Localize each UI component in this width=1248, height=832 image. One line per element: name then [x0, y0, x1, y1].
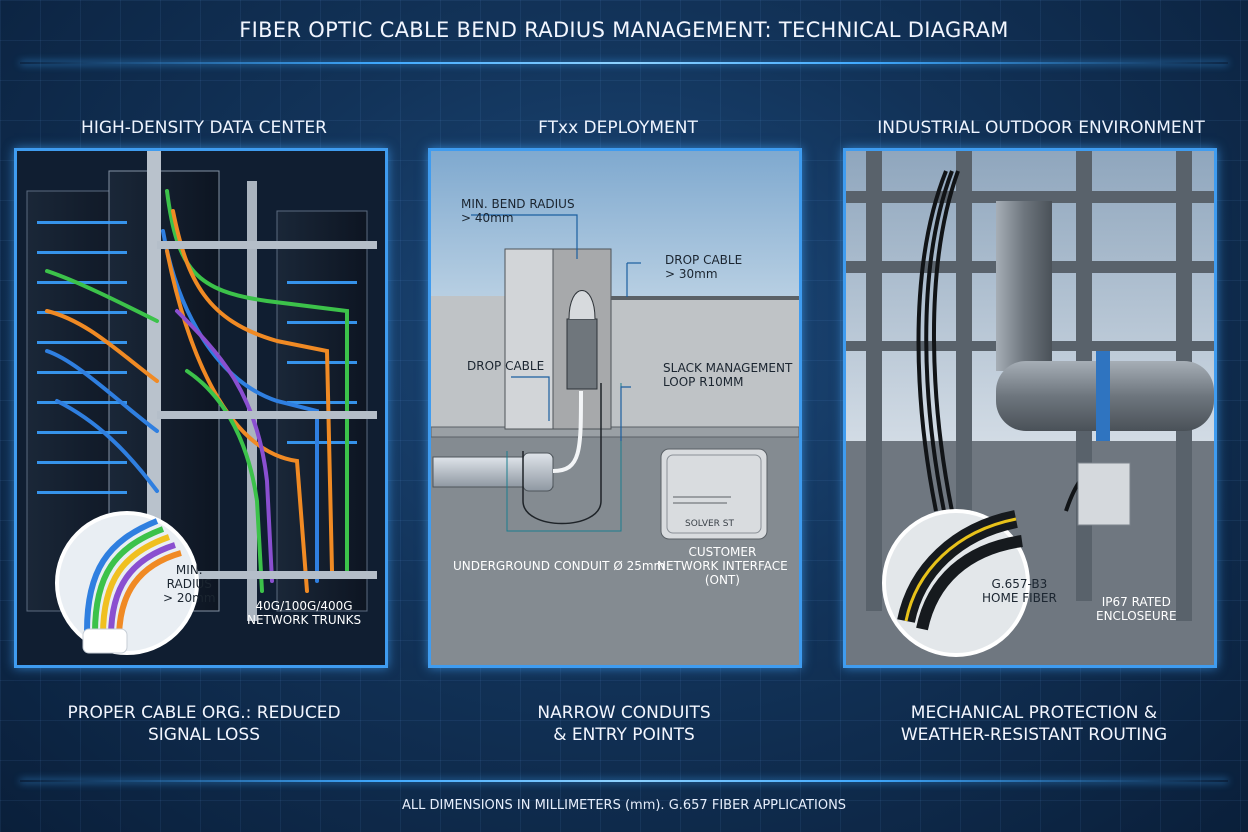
data-center-illustration: [17, 151, 385, 665]
ftxx-cross-section: [431, 151, 799, 665]
panel-heading-industrial: INDUSTRIAL OUTDOOR ENVIRONMENT: [877, 118, 1205, 138]
bend-radius-callout: MIN. BEND RADIUS > 40mm: [461, 197, 575, 225]
fiber-type-line1: G.657-B3: [991, 577, 1048, 591]
drop-cable-top-line1: DROP CABLE: [665, 253, 743, 267]
caption-data-center: PROPER CABLE ORG.: REDUCED SIGNAL LOSS: [4, 702, 404, 746]
caption-ftxx-line1: NARROW CONDUITS: [537, 703, 711, 723]
ont-callout: CUSTOMER NETWORK INTERFACE (ONT): [657, 545, 788, 587]
radius-callout-line3: > 20mm: [163, 591, 216, 605]
trunks-callout: 40G/100G/400G NETWORK TRUNKS: [247, 599, 361, 627]
footer-divider: [20, 780, 1228, 782]
cable-trays: [157, 241, 377, 579]
ip67-enclosure: [1077, 462, 1131, 526]
panel-heading-ftxx: FTxx DEPLOYMENT: [538, 118, 698, 138]
steel-frame: [846, 151, 1214, 621]
drop-cable-top-line2: > 30mm: [665, 267, 718, 281]
slack-loop-callout: SLACK MANAGEMENT LOOP R10MM: [663, 361, 792, 389]
industrial-illustration: [846, 151, 1214, 665]
trunks-callout-line1: 40G/100G/400G: [255, 599, 353, 613]
caption-data-center-line2: SIGNAL LOSS: [147, 725, 261, 745]
conduit-callout: UNDERGROUND CONDUIT Ø 25mm: [453, 559, 666, 573]
trunks-callout-line2: NETWORK TRUNKS: [247, 613, 362, 627]
bend-radius-callout-line1: MIN. BEND RADIUS: [461, 197, 575, 211]
slack-loop-line2: LOOP R10MM: [663, 375, 744, 389]
ont-callout-line3: (ONT): [704, 573, 740, 587]
fiber-magnifier: [882, 509, 1030, 657]
radius-callout-line2: RADIUS: [166, 577, 212, 591]
enclosure-callout-line1: IP67 RATED: [1101, 595, 1171, 609]
panel-data-center: MIN. RADIUS > 20mm 40G/100G/400G NETWORK…: [14, 148, 388, 668]
fiber-type-line2: HOME FIBER: [982, 591, 1057, 605]
panel-heading-data-center: HIGH-DENSITY DATA CENTER: [81, 118, 327, 138]
drop-cable-path: [552, 390, 583, 473]
upper-ground: [431, 296, 799, 436]
drop-cable-left-callout: DROP CABLE: [467, 359, 545, 373]
radius-callout: MIN. RADIUS > 20mm: [163, 563, 216, 605]
ont-callout-line1: CUSTOMER: [688, 545, 757, 559]
leader-lines: [471, 214, 641, 441]
ont-label-lines: [673, 496, 731, 504]
title-divider: [20, 62, 1228, 64]
caption-industrial-line2: WEATHER-RESISTANT ROUTING: [900, 725, 1168, 745]
caption-industrial: MECHANICAL PROTECTION & WEATHER-RESISTAN…: [834, 702, 1234, 746]
building-wall: [504, 248, 554, 430]
fiber-type-callout: G.657-B3 HOME FIBER: [982, 577, 1057, 605]
ont-box: [660, 448, 768, 540]
slack-loop-line1: SLACK MANAGEMENT: [663, 361, 793, 375]
vertical-conduit: [566, 318, 598, 390]
bend-radius-callout-line2: > 40mm: [461, 211, 514, 225]
pipe-flange: [1096, 351, 1110, 441]
ont-callout-line2: NETWORK INTERFACE: [657, 559, 788, 573]
ont-box-text: SOLVER ST: [685, 519, 734, 529]
vertical-pipe: [996, 201, 1052, 371]
panel-industrial: G.657-B3 HOME FIBER IP67 RATED ENCLOSEUR…: [843, 148, 1217, 668]
page-title: FIBER OPTIC CABLE BEND RADIUS MANAGEMENT…: [239, 18, 1009, 42]
caption-ftxx-line2: & ENTRY POINTS: [553, 725, 695, 745]
enclosure-callout: IP67 RATED ENCLOSEURE: [1096, 595, 1177, 623]
footnote: ALL DIMENSIONS IN MILLIMETERS (mm). G.65…: [401, 798, 847, 813]
radius-magnifier: [55, 511, 199, 655]
cable-bundles: [45, 189, 349, 593]
enclosure-callout-line2: ENCLOSEURE: [1096, 609, 1177, 623]
panel-ftxx: MIN. BEND RADIUS > 40mm DROP CABLE > 30m…: [428, 148, 802, 668]
caption-ftxx: NARROW CONDUITS & ENTRY POINTS: [424, 702, 824, 746]
drop-cable-top-callout: DROP CABLE > 30mm: [665, 253, 742, 281]
caption-data-center-line1: PROPER CABLE ORG.: REDUCED: [67, 703, 341, 723]
radius-callout-line1: MIN.: [175, 563, 203, 577]
caption-industrial-line1: MECHANICAL PROTECTION &: [910, 703, 1158, 723]
